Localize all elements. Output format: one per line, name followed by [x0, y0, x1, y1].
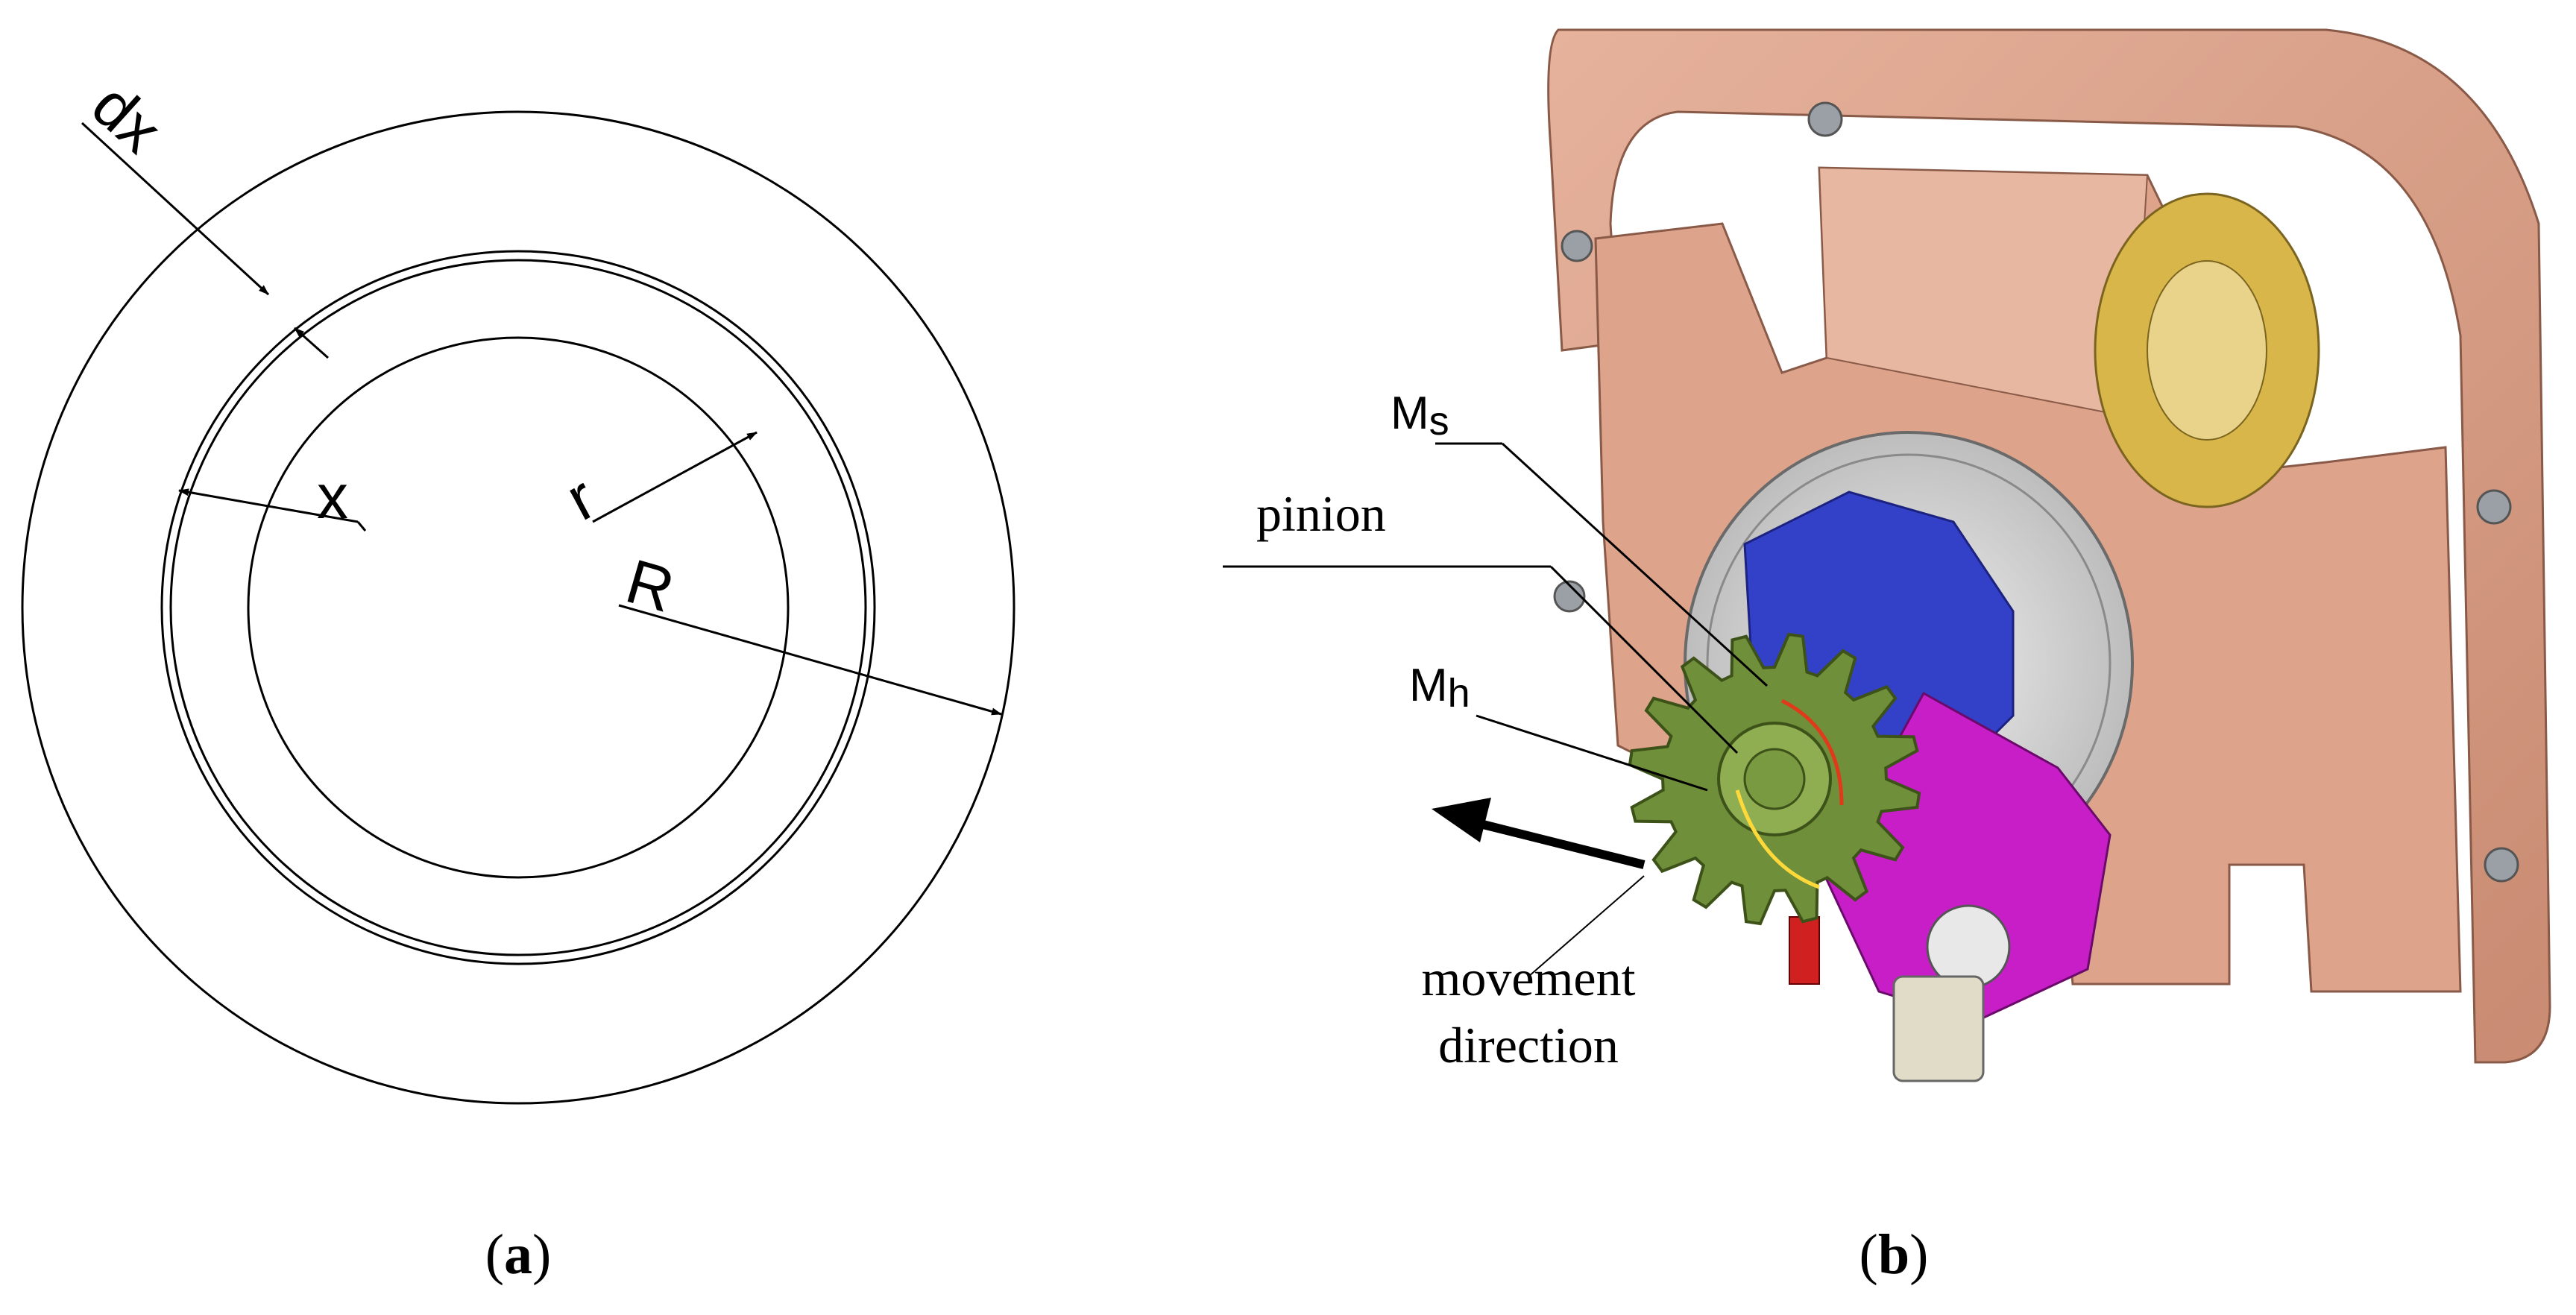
lower-bracket [1892, 975, 1985, 1082]
red-rotation-arrow [1780, 699, 1844, 806]
x-dimension-line [178, 488, 359, 523]
caption-a: (a) [485, 1223, 552, 1287]
caption-b-open: ( [1859, 1223, 1878, 1286]
outer-frame [1547, 28, 2551, 1064]
label-direction: direction [1438, 1017, 1619, 1073]
caption-b-letter: b [1877, 1223, 1910, 1286]
dx-arrow-inner [294, 327, 329, 359]
ms-leader-2 [1501, 442, 1769, 687]
caption-a-open: ( [485, 1223, 504, 1286]
middle-ring-outer [160, 250, 876, 965]
label-dx: dx [79, 70, 175, 166]
R-dimension-line [618, 604, 1002, 716]
label-movement: movement [1421, 950, 1635, 1006]
r-dimension-line [592, 431, 758, 523]
outer-circle [21, 110, 1015, 1105]
panel-a-ring-diagram: dx x r R (a) [0, 0, 1267, 1315]
label-R: R [619, 546, 681, 625]
panel-b-mechanism-render: Ms pinion Mh movement direction (b) [1163, 0, 2576, 1315]
label-r: r [555, 462, 606, 534]
label-pinion: pinion [1256, 485, 1386, 542]
label-ms: Ms [1391, 388, 1449, 444]
caption-a-close: ) [532, 1223, 552, 1286]
mechanism-svg: Ms pinion Mh movement direction [1223, 28, 2551, 1082]
yellow-rotation-arrow [1735, 789, 1820, 889]
inner-circle [247, 336, 790, 879]
label-x: x [317, 461, 348, 532]
caption-b-close: ) [1909, 1223, 1929, 1286]
pinion-leader-2 [1549, 565, 1739, 754]
mh-leader [1476, 714, 1708, 792]
caption-a-letter: a [504, 1223, 532, 1286]
middle-ring-inner [169, 259, 867, 956]
ring-diagram-svg: dx x r R [21, 70, 1015, 1105]
frame-bolts [1553, 101, 2519, 883]
caption-b: (b) [1859, 1223, 1929, 1287]
arrow-left-icon [1432, 798, 1646, 869]
movement-leader [1528, 875, 1645, 977]
label-mh: Mh [1409, 660, 1470, 716]
x-dimension-tail [356, 521, 367, 532]
dx-leader [81, 122, 270, 296]
